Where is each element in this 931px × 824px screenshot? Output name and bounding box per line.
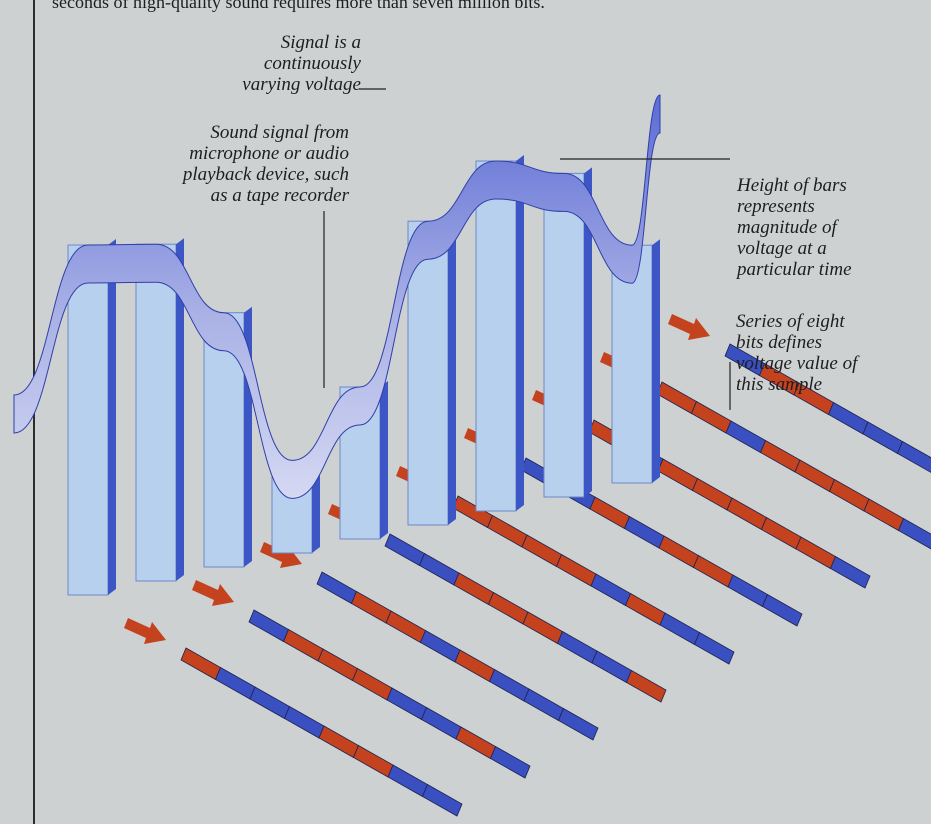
sample-bar-6 (407, 220, 449, 526)
sample-bar-side-1 (108, 239, 116, 595)
bit-cell-r3-c5 (454, 649, 496, 683)
bit-cell-r6-c5 (658, 535, 700, 569)
bit-cell-r6-c4 (623, 515, 665, 549)
bit-cell-r3-c7 (523, 688, 565, 722)
bit-cell-r5-c4 (555, 553, 597, 587)
conversion-arrow-9 (668, 314, 710, 340)
label-sound-source: Sound signal from microphone or audio pl… (182, 122, 349, 206)
bit-cell-r8-c6 (828, 478, 870, 512)
bit-cell-r1-c5 (318, 725, 360, 759)
bit-cell-r1-c3 (249, 686, 291, 720)
label-signal: Signal is a continuously varying voltage (242, 32, 361, 95)
sample-bar-side-7 (516, 155, 524, 511)
bit-cell-r4-c4 (487, 591, 529, 625)
bit-cell-r8-c3 (725, 420, 767, 454)
bit-cell-r1-c8 (421, 783, 463, 817)
bit-cell-r2-c8 (489, 745, 531, 779)
signal-ribbon-front (13, 94, 661, 499)
signal-ribbon (13, 94, 661, 499)
bit-cell-r4-c6 (556, 630, 598, 664)
bit-cell-r4-c3 (453, 572, 495, 606)
bit-rows (180, 343, 931, 817)
bit-cell-r2-c5 (386, 687, 428, 721)
bit-cell-r3-c2 (350, 590, 392, 624)
bit-cell-r8-c4 (759, 439, 801, 473)
bit-cell-r1-c7 (387, 764, 429, 798)
bit-cell-r2-c6 (420, 706, 462, 740)
sample-bar-2 (135, 243, 177, 582)
bit-cell-r2-c3 (317, 648, 359, 682)
bit-cell-r5-c5 (590, 573, 632, 607)
bit-cell-r5-c3 (521, 534, 563, 568)
bit-cell-r1-c6 (352, 744, 394, 778)
bit-cell-r9-c6 (896, 440, 931, 473)
bit-cell-r3-c1 (316, 571, 358, 605)
bit-cell-r3-c6 (488, 668, 530, 702)
bit-cell-r3-c8 (557, 707, 599, 741)
bit-cell-r9-c4 (827, 401, 869, 435)
bit-cell-r5-c8 (693, 631, 735, 665)
bit-cell-r5-c6 (624, 592, 666, 626)
bit-cell-r7-c6 (760, 516, 802, 550)
sample-bar-8 (543, 172, 585, 498)
bit-cell-r4-c5 (522, 611, 564, 645)
bit-cell-r8-c8 (897, 517, 931, 550)
leader-lines (323, 88, 731, 410)
bit-cell-r7-c3 (657, 458, 699, 492)
bit-cell-r8-c1 (656, 381, 698, 415)
bit-cell-r1-c2 (214, 666, 256, 700)
sample-bars (67, 155, 660, 596)
bit-cell-r7-c8 (829, 555, 871, 589)
bit-cell-r6-c3 (589, 496, 631, 530)
label-bar-height: Height of bars represents magnitude of v… (737, 175, 852, 280)
bit-cell-r6-c7 (727, 574, 769, 608)
bit-cell-r4-c1 (384, 533, 426, 567)
bit-cell-r5-c2 (486, 514, 528, 548)
bit-cell-r7-c5 (726, 497, 768, 531)
sample-bar-side-8 (584, 167, 592, 497)
bit-cell-r2-c1 (248, 609, 290, 643)
conversion-arrow-3 (260, 542, 302, 568)
bit-cell-r1-c1 (180, 647, 222, 681)
bit-cell-r2-c4 (351, 667, 393, 701)
bit-cell-r4-c7 (591, 650, 633, 684)
bit-cell-r8-c5 (794, 459, 836, 493)
label-bit-series: Series of eight bits defines voltage val… (736, 311, 858, 395)
bit-cell-r7-c7 (795, 536, 837, 570)
bit-cell-r4-c2 (418, 552, 460, 586)
bit-cell-r6-c6 (692, 554, 734, 588)
sample-bar-7 (475, 160, 517, 512)
bit-cell-r5-c7 (659, 612, 701, 646)
conversion-arrow-2 (192, 580, 234, 606)
sample-bar-1 (67, 244, 109, 596)
sample-bar-side-5 (380, 381, 388, 539)
bit-cell-r3-c3 (385, 610, 427, 644)
bit-cell-r2-c2 (282, 628, 324, 662)
bit-cell-r9-c5 (862, 421, 904, 455)
bit-cell-r8-c2 (690, 400, 732, 434)
sample-bar-side-2 (176, 238, 184, 581)
bit-cell-r7-c4 (691, 477, 733, 511)
bit-cell-r1-c4 (283, 705, 325, 739)
bit-cell-r6-c8 (761, 593, 803, 627)
bit-cell-r2-c7 (455, 726, 497, 760)
bit-cell-r8-c7 (863, 498, 905, 532)
bit-cell-r4-c8 (625, 669, 667, 703)
sample-bar-side-9 (652, 239, 660, 483)
bit-cell-r3-c4 (419, 629, 461, 663)
sample-bar-side-6 (448, 215, 456, 525)
conversion-arrow-1 (124, 618, 166, 644)
intro-text: seconds of high-quality sound requires m… (52, 0, 545, 12)
